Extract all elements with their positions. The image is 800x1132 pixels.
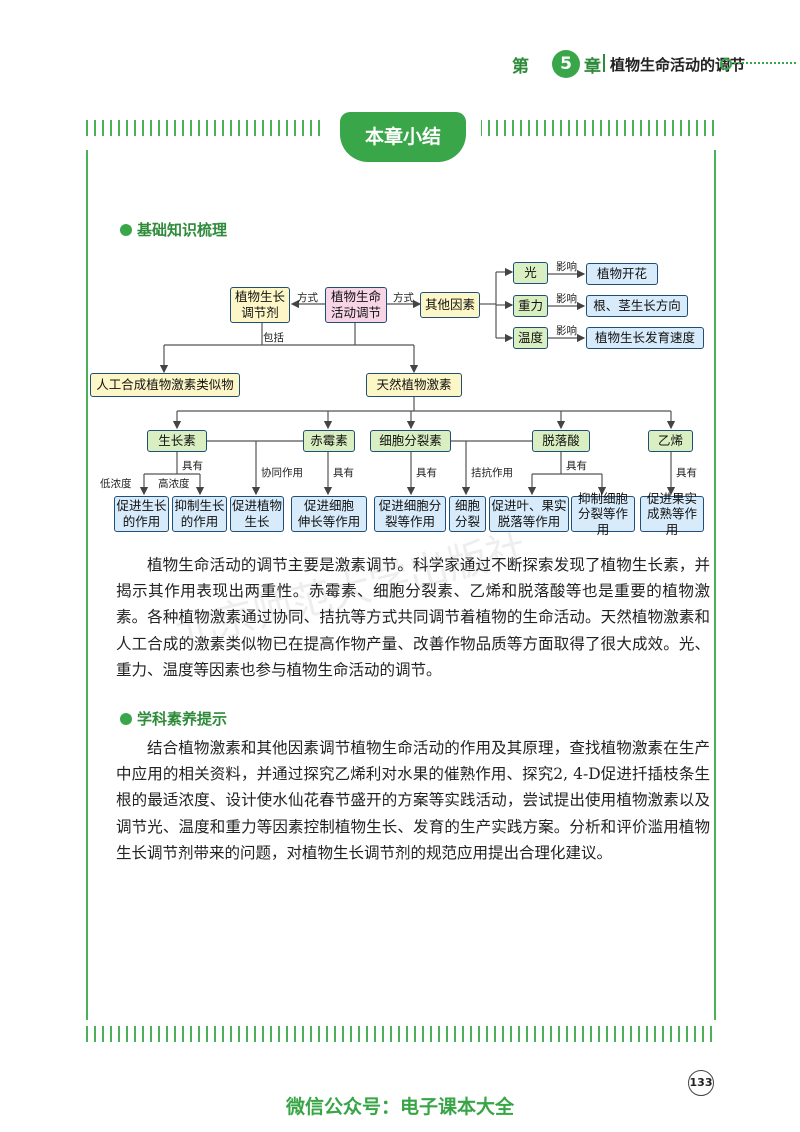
factor-temperature: 温度	[513, 327, 548, 349]
effect-growth-speed: 植物生长发育速度	[586, 327, 704, 349]
effect-growth-direction: 根、茎生长方向	[586, 295, 688, 317]
hormone-abscisic-acid: 脱落酸	[532, 430, 590, 452]
hormone-gibberellin: 赤霉素	[303, 430, 355, 452]
label-antagonism: 拮抗作用	[471, 467, 513, 479]
chapter-suffix: 章	[584, 57, 601, 77]
label-includes: 包括	[263, 332, 284, 344]
label-affect-1: 影响	[556, 261, 577, 273]
section-title-basic: 基础知识梳理	[137, 221, 228, 239]
frame-hatch-bottom	[86, 1026, 714, 1042]
label-aba-has: 具有	[566, 460, 587, 472]
page-number: 133	[688, 1070, 714, 1096]
chapter-prefix: 第	[512, 57, 529, 77]
effect-fruit-ripening: 促进果实 成熟等作用	[640, 491, 704, 537]
factor-light: 光	[513, 262, 548, 284]
hormone-ethylene: 乙烯	[648, 430, 693, 452]
other-factors-box: 其他因素	[420, 292, 480, 318]
factor-gravity: 重力	[513, 295, 548, 317]
footer-text: 微信公众号：电子课本大全	[285, 1096, 514, 1118]
label-affect-3: 影响	[556, 325, 577, 337]
frame-hatch-top-right	[480, 120, 714, 136]
frame-hatch-top-left	[86, 120, 326, 136]
section-bullet-icon	[120, 224, 132, 236]
header-ring-icon	[720, 58, 732, 70]
center-box: 植物生命 活动调节	[325, 287, 387, 323]
section-bullet-icon	[120, 713, 132, 725]
label-synergy: 协同作用	[261, 467, 303, 479]
label-low-conc: 低浓度	[100, 478, 132, 490]
label-fangshi-left: 方式	[297, 292, 318, 304]
regulator-box: 植物生长 调节剂	[230, 287, 290, 323]
effect-promote-plant-growth: 促进植物 生长	[230, 496, 284, 532]
hormone-cytokinin: 细胞分裂素	[370, 430, 451, 452]
label-gib-has: 具有	[333, 467, 354, 479]
header-dotted-line	[734, 62, 796, 64]
label-auxin-has: 具有	[182, 460, 203, 472]
concept-map-connectors	[139, 267, 676, 496]
effect-cell-division: 细胞 分裂	[449, 496, 486, 532]
hormone-auxin: 生长素	[147, 430, 207, 452]
effect-cell-division-promote: 促进细胞分 裂等作用	[374, 496, 446, 532]
label-fangshi-right: 方式	[393, 292, 414, 304]
label-cyto-has: 具有	[416, 467, 437, 479]
page-frame	[86, 150, 716, 1020]
label-high-conc: 高浓度	[158, 478, 190, 490]
effect-abscission: 促进叶、果实 脱落等作用	[489, 496, 569, 532]
summary-paragraph: 植物生命活动的调节主要是激素调节。科学家通过不断探索发现了植物生长素，并揭示其作…	[116, 556, 710, 679]
header-divider	[603, 54, 605, 72]
effect-cell-elongation: 促进细胞 伸长等作用	[291, 496, 367, 532]
section-title-literacy: 学科素养提示	[137, 710, 228, 728]
label-eth-has: 具有	[676, 467, 697, 479]
chapter-number-badge: 5	[552, 50, 580, 78]
effect-promote-growth: 促进生长 的作用	[114, 496, 169, 532]
literacy-paragraph: 结合植物激素和其他因素调节植物生命活动的作用及其原理，查找植物激素在生产中应用的…	[116, 739, 710, 862]
effect-inhibit-division: 抑制细胞 分裂等作用	[571, 491, 635, 537]
chapter-title: 植物生命活动的调节	[610, 56, 746, 74]
page-title: 本章小结	[340, 112, 466, 162]
label-affect-2: 影响	[556, 293, 577, 305]
natural-box: 天然植物激素	[366, 373, 462, 397]
synthetic-box: 人工合成植物激素类似物	[90, 373, 240, 397]
effect-inhibit-growth: 抑制生长 的作用	[172, 496, 227, 532]
effect-flowering: 植物开花	[586, 263, 658, 285]
